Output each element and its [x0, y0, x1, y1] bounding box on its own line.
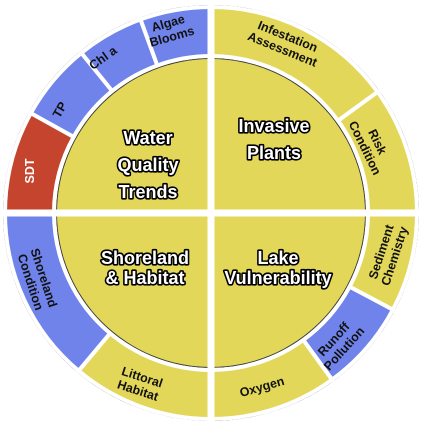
- label-tp: TP: [50, 100, 70, 121]
- core-water-quality[interactable]: [57, 59, 211, 213]
- title-line: Quality: [117, 155, 178, 175]
- core-lake-vulnerability[interactable]: [211, 213, 365, 367]
- horizontal-divider: [1, 209, 421, 217]
- title-line: Plants: [247, 143, 301, 163]
- title-line: Shoreland: [101, 248, 189, 268]
- title-line: Invasive: [238, 116, 309, 136]
- title-line: Water: [123, 128, 172, 148]
- core-invasive-plants[interactable]: [211, 59, 365, 213]
- label-line: TP: [50, 100, 70, 121]
- title-line: Trends: [118, 182, 177, 202]
- label-sdt: SDT: [23, 158, 37, 183]
- quadrant-dividers: [1, 3, 421, 423]
- ring-divider: [53, 55, 369, 371]
- title-shoreland-habitat: Shoreland& Habitat: [101, 248, 189, 288]
- title-line: Vulnerability: [224, 268, 331, 288]
- title-line: & Habitat: [105, 268, 184, 288]
- inner-core: [57, 59, 365, 367]
- title-line: Lake: [257, 248, 298, 268]
- label-line: SDT: [23, 158, 37, 183]
- label-sediment-chemistry: SedimentChemistry: [365, 221, 411, 288]
- core-shoreland-habitat[interactable]: [57, 213, 211, 367]
